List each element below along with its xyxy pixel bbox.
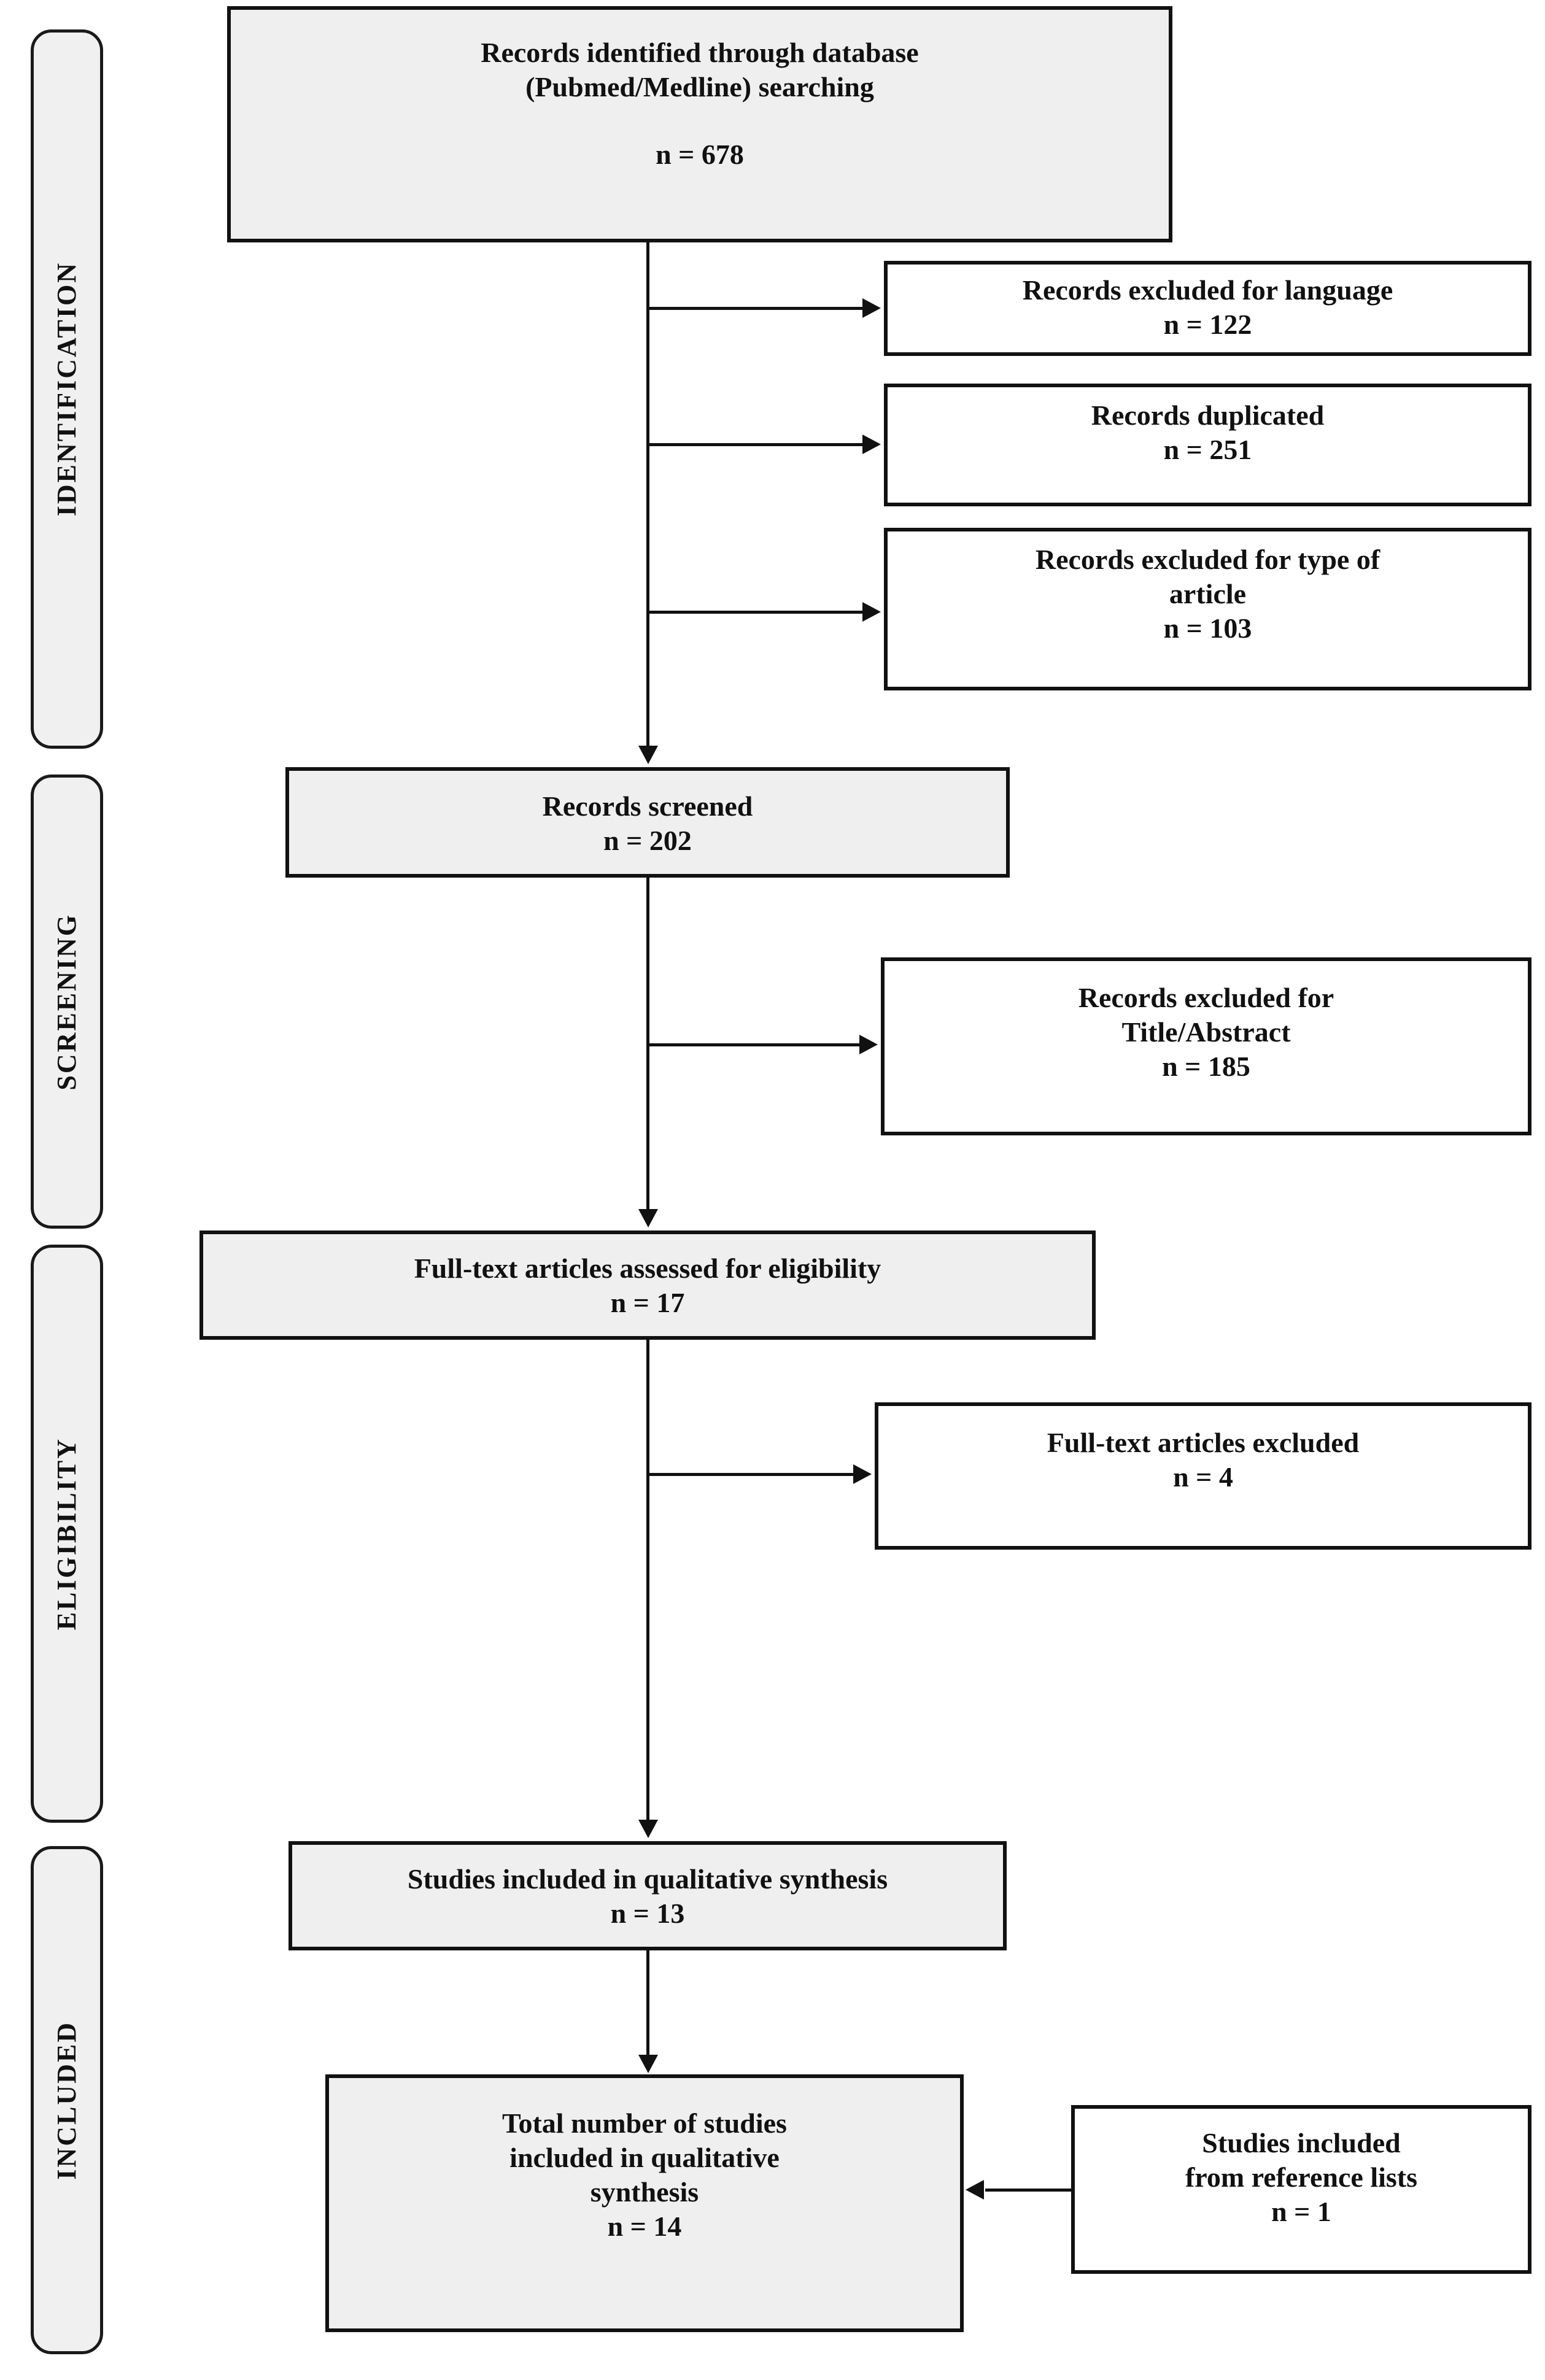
box-excluded-language-text: Records excluded for language bbox=[1022, 274, 1393, 306]
connector-identified-to-screened bbox=[646, 242, 649, 749]
box-studies-from-reference-lists-text: Studies included from reference lists bbox=[1185, 2127, 1418, 2193]
connector-to-fulltext-excluded bbox=[646, 1473, 855, 1476]
arrow-fulltext-to-studies-included bbox=[638, 1820, 658, 1838]
box-excluded-type-of-article: Records excluded for type of article n =… bbox=[884, 528, 1531, 690]
box-records-identified-text: Records identified through database (Pub… bbox=[481, 37, 919, 103]
phase-pill-included: INCLUDED bbox=[31, 1846, 103, 2354]
box-fulltext-excluded-count: n = 4 bbox=[1173, 1461, 1233, 1493]
box-studies-from-reference-lists: Studies included from reference lists n … bbox=[1071, 2105, 1531, 2274]
box-excluded-title-abstract: Records excluded for Title/Abstract n = … bbox=[881, 957, 1531, 1135]
box-excluded-language: Records excluded for language n = 122 bbox=[884, 261, 1531, 356]
box-total-studies-included: Total number of studies included in qual… bbox=[325, 2074, 964, 2332]
box-studies-included-qualitative-count: n = 13 bbox=[610, 1898, 685, 1930]
phase-label-eligibility: ELIGIBILITY bbox=[52, 1437, 82, 1631]
arrow-to-excluded-title-abstract bbox=[859, 1035, 878, 1054]
box-fulltext-assessed: Full-text articles assessed for eligibil… bbox=[199, 1231, 1096, 1340]
connector-studies-to-total bbox=[646, 1950, 649, 2058]
arrow-to-records-duplicated bbox=[862, 435, 881, 454]
box-studies-from-reference-lists-count: n = 1 bbox=[1271, 2196, 1331, 2228]
arrow-to-excluded-language bbox=[862, 298, 881, 318]
box-records-screened-text: Records screened bbox=[542, 790, 753, 822]
box-excluded-language-count: n = 122 bbox=[1163, 309, 1252, 341]
phase-label-identification: IDENTIFICATION bbox=[52, 261, 82, 517]
box-studies-included-qualitative-text: Studies included in qualitative synthesi… bbox=[407, 1863, 888, 1895]
connector-fulltext-to-studies-included bbox=[646, 1340, 649, 1825]
box-excluded-title-abstract-count: n = 185 bbox=[1162, 1051, 1250, 1083]
box-records-identified: Records identified through database (Pub… bbox=[227, 6, 1172, 242]
connector-to-records-duplicated bbox=[646, 443, 864, 446]
box-records-duplicated-count: n = 251 bbox=[1163, 434, 1252, 466]
connector-reference-lists-to-total bbox=[985, 2189, 1074, 2192]
box-records-identified-count: n = 678 bbox=[656, 139, 744, 171]
box-fulltext-excluded: Full-text articles excluded n = 4 bbox=[875, 1402, 1531, 1550]
box-studies-included-qualitative: Studies included in qualitative synthesi… bbox=[288, 1841, 1007, 1950]
arrow-to-fulltext-excluded bbox=[853, 1464, 872, 1484]
connector-to-excluded-title-abstract bbox=[646, 1043, 861, 1046]
box-excluded-type-of-article-count: n = 103 bbox=[1163, 612, 1252, 644]
box-records-duplicated-text: Records duplicated bbox=[1091, 400, 1325, 431]
box-records-duplicated: Records duplicated n = 251 bbox=[884, 384, 1531, 506]
arrow-screened-to-fulltext bbox=[638, 1209, 658, 1227]
phase-label-screening: SCREENING bbox=[52, 913, 82, 1091]
box-excluded-type-of-article-text: Records excluded for type of article bbox=[1035, 544, 1380, 610]
phase-pill-screening: SCREENING bbox=[31, 775, 103, 1229]
box-fulltext-assessed-text: Full-text articles assessed for eligibil… bbox=[414, 1253, 881, 1284]
arrow-studies-to-total bbox=[638, 2055, 658, 2073]
arrow-to-excluded-type-of-article bbox=[862, 602, 881, 622]
arrow-identified-to-screened bbox=[638, 746, 658, 764]
phase-label-included: INCLUDED bbox=[52, 2020, 82, 2180]
connector-to-excluded-type-of-article bbox=[646, 611, 864, 614]
box-excluded-title-abstract-text: Records excluded for Title/Abstract bbox=[1078, 982, 1334, 1048]
arrow-reference-lists-to-total bbox=[966, 2180, 984, 2200]
box-records-screened-count: n = 202 bbox=[603, 825, 692, 857]
box-total-studies-included-count: n = 14 bbox=[607, 2211, 682, 2243]
phase-pill-identification: IDENTIFICATION bbox=[31, 29, 103, 749]
box-fulltext-excluded-text: Full-text articles excluded bbox=[1047, 1427, 1360, 1458]
box-records-screened: Records screened n = 202 bbox=[285, 767, 1010, 878]
box-total-studies-included-text: Total number of studies included in qual… bbox=[502, 2108, 787, 2208]
connector-to-excluded-language bbox=[646, 307, 864, 310]
box-fulltext-assessed-count: n = 17 bbox=[610, 1287, 685, 1319]
phase-pill-eligibility: ELIGIBILITY bbox=[31, 1245, 103, 1823]
